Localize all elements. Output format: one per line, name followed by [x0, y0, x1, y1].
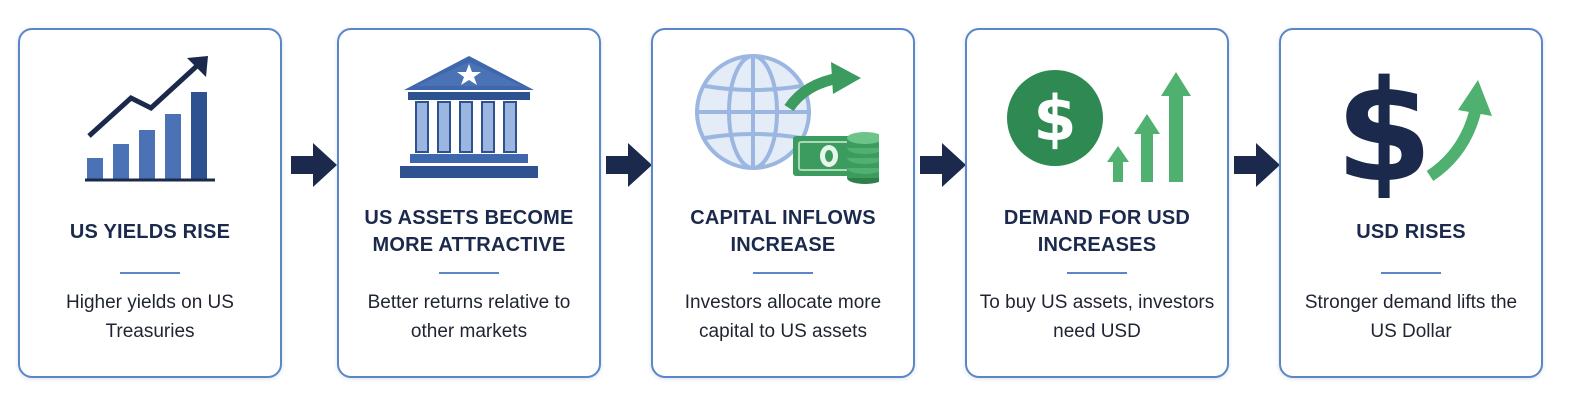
svg-text:$: $ [1335, 51, 1432, 198]
step-description: To buy US assets, investors need USD [979, 292, 1215, 342]
divider [439, 272, 499, 274]
step-title: US ASSETS BECOME MORE ATTRACTIVE [364, 207, 574, 256]
step-title: USD RISES [1356, 220, 1466, 243]
step-title: US YIELDS RISE [69, 220, 231, 243]
step-card-us-assets-attractive: US ASSETS BECOME MORE ATTRACTIVE Better … [337, 28, 601, 378]
step-title: DEMAND FOR USD INCREASES [1003, 207, 1191, 256]
step-card-us-yields-rise: US YIELDS RISE Higher yields on US Treas… [18, 28, 282, 378]
step-description: Stronger demand lifts the US Dollar [1304, 292, 1518, 342]
step-description: Better returns relative to other markets [367, 292, 571, 342]
step-description: Investors allocate more capital to US as… [684, 292, 882, 342]
flow-arrow-icon [1234, 143, 1280, 187]
flow-arrow-icon [291, 143, 337, 187]
globe-money-icon [653, 48, 913, 198]
bank-building-icon [339, 48, 599, 198]
step-card-capital-inflows: CAPITAL INFLOWS INCREASE Investors alloc… [651, 28, 915, 378]
flow-arrow-icon [920, 143, 966, 187]
step-title: CAPITAL INFLOWS INCREASE [690, 207, 876, 256]
dollar-sign-up-icon: $ [1281, 48, 1541, 198]
divider [120, 272, 180, 274]
divider [753, 272, 813, 274]
flow-arrow-icon [606, 143, 652, 187]
step-card-demand-for-usd: $ DEMAND FOR USD INCREASES To buy US ass… [965, 28, 1229, 378]
step-description: Higher yields on US Treasuries [66, 292, 234, 342]
svg-text:$: $ [1033, 82, 1076, 155]
divider [1067, 272, 1127, 274]
divider [1381, 272, 1441, 274]
rising-bar-chart-icon [20, 48, 280, 198]
dollar-coin-arrows-icon: $ [967, 48, 1227, 198]
step-card-usd-rises: $ USD RISES Stronger demand lifts the US… [1279, 28, 1543, 378]
